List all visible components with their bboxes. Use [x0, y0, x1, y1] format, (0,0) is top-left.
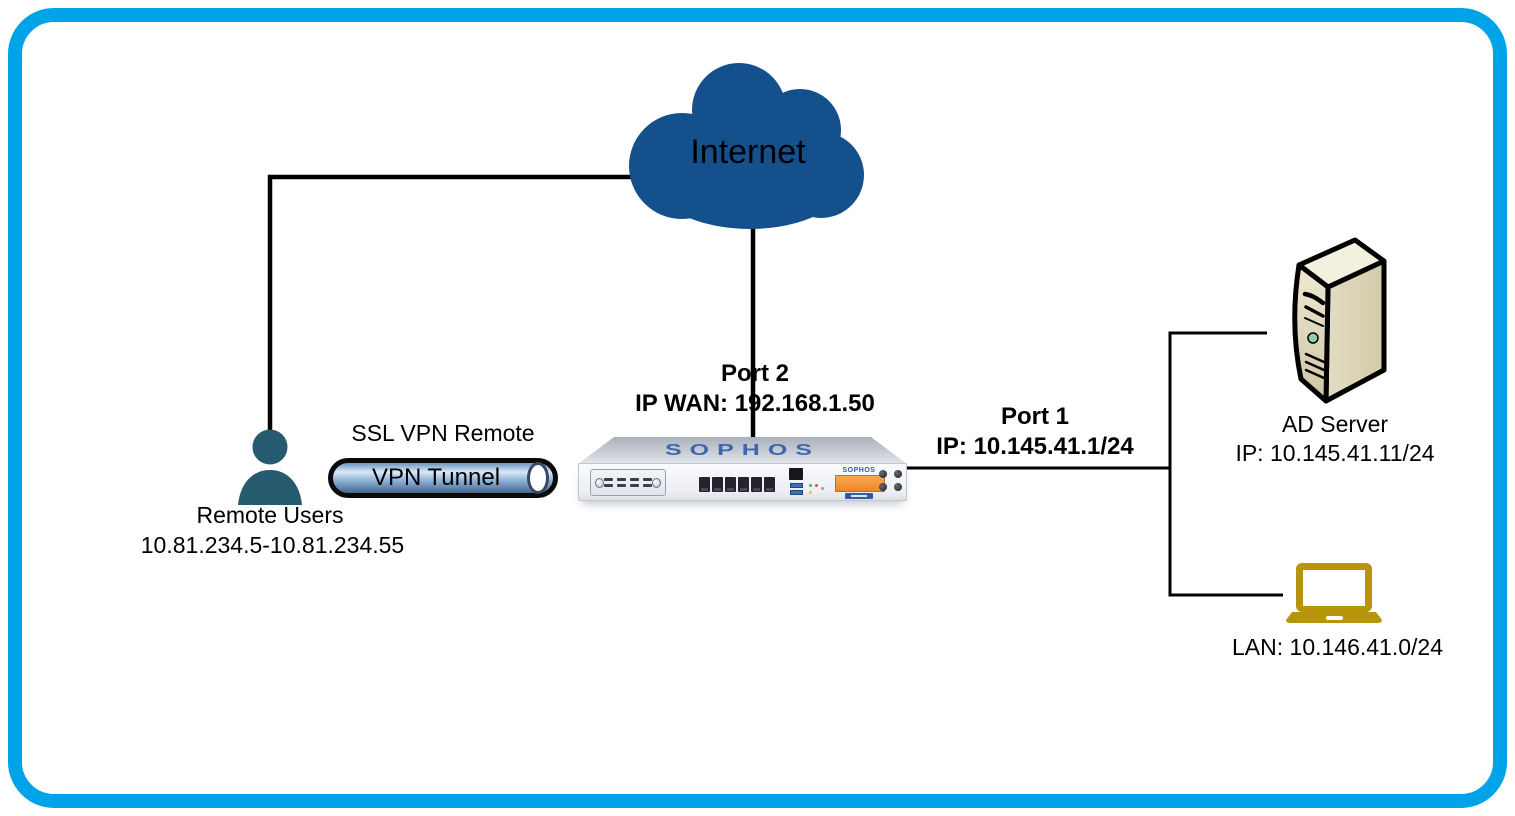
vpn-tunnel-opening [527, 462, 549, 494]
ethernet-port-icon [712, 477, 723, 492]
connector-internet-to-remote-users [267, 174, 632, 433]
status-led [809, 484, 812, 487]
screw-icon [652, 477, 661, 488]
diagram-border-frame [8, 8, 1507, 808]
ad-server-icon [1292, 237, 1387, 404]
ssl-vpn-caption: SSL VPN Remote [351, 420, 535, 446]
connector-lan-branch [1168, 331, 1283, 597]
remote-users-ip-range: 10.81.234.5-10.81.234.55 [140, 532, 405, 558]
wan-port-detail: IP WAN: 192.168.1.50 [635, 390, 875, 417]
ethernet-port-icon [725, 477, 736, 492]
remote-users-label: Remote Users [196, 502, 344, 528]
vpn-tunnel-label: VPN Tunnel [371, 464, 501, 491]
wan-port-title: Port 2 [720, 360, 789, 387]
appliance-vent-module [590, 469, 666, 496]
ethernet-port-icon [764, 477, 775, 492]
internet-label: Internet [690, 133, 806, 171]
appliance-top-face: SOPHOS [578, 437, 907, 464]
vent-slots [604, 478, 652, 487]
usb-port-icon [790, 490, 803, 495]
control-buttons [879, 470, 903, 491]
lan-segment-label: LAN: 10.146.41.0/24 [1232, 634, 1443, 660]
sophos-brand-top: SOPHOS [665, 441, 820, 459]
usb-port-icon [790, 483, 803, 488]
lan-port-title: Port 1 [1000, 403, 1069, 430]
ethernet-port-icon [751, 477, 762, 492]
panel-button-icon [894, 483, 902, 491]
sophos-firewall-appliance: SOPHOS SOPHOS [578, 437, 907, 501]
ad-server-ip: IP: 10.145.41.11/24 [1235, 439, 1435, 466]
model-badge [845, 493, 873, 499]
ethernet-port-icon [699, 477, 710, 492]
panel-button-icon [879, 483, 887, 491]
panel-button-icon [879, 470, 887, 478]
status-led [809, 491, 812, 494]
internet-cloud-icon [629, 63, 864, 229]
ethernet-port-icon [738, 477, 749, 492]
ad-server-label: AD Server [1281, 411, 1389, 437]
wan-port-label: Port 2 IP WAN: 192.168.1.50 [620, 359, 890, 419]
panel-button-icon [894, 470, 902, 478]
lcd-display [835, 475, 885, 492]
remote-user-icon [238, 429, 302, 505]
status-led [815, 484, 818, 487]
screw-icon [595, 477, 604, 488]
appliance-front-face: SOPHOS [578, 463, 907, 501]
console-port-icon [789, 468, 803, 480]
lan-port-label: Port 1 IP: 10.145.41.1/24 [905, 402, 1165, 462]
ethernet-ports [699, 477, 775, 492]
vpn-tunnel-icon: VPN Tunnel [328, 458, 558, 498]
lan-port-detail: IP: 10.145.41.1/24 [936, 433, 1134, 460]
ad-server-caption: AD Server IP: 10.145.41.11/24 [1205, 410, 1465, 468]
sophos-brand-panel: SOPHOS [842, 467, 876, 474]
status-led [821, 487, 824, 490]
laptop-icon [1286, 563, 1382, 623]
